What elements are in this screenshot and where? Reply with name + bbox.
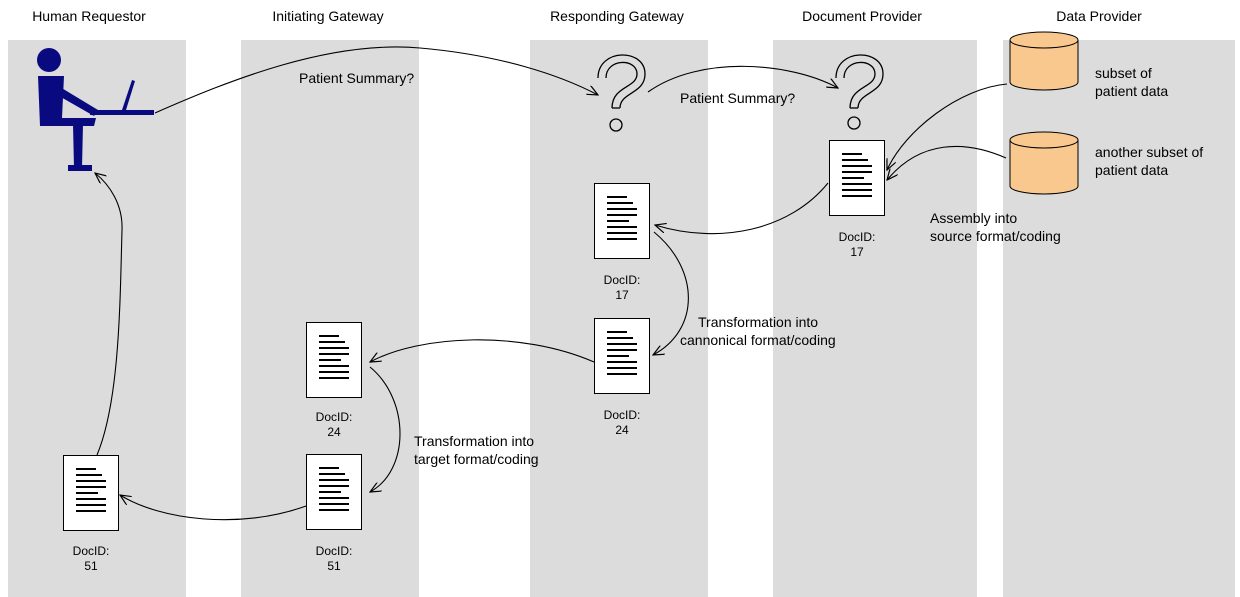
database-label-line: patient data (1095, 83, 1169, 99)
document-icon (306, 322, 362, 398)
database-icon (1009, 31, 1079, 91)
lane-title-responding-gateway: Responding Gateway (550, 8, 684, 24)
canonical-transformation-label: Transformation into cannonical format/co… (680, 313, 836, 349)
arrow-doc24-to-initiating-doc24 (370, 339, 595, 362)
query-label: Patient Summary? (680, 90, 796, 106)
document-id-value: 24 (615, 423, 629, 437)
arrow-doc17-to-responding-doc17 (655, 182, 829, 235)
document-icon (594, 183, 650, 259)
target-label-line: target format/coding (414, 451, 539, 467)
database-label-line: patient data (1095, 162, 1169, 178)
document-id-label: DocID: (315, 410, 353, 424)
document-id-label: DocID: (838, 230, 876, 244)
arrow-db2-to-doc17 (887, 145, 1007, 180)
canonical-label-line: Transformation into (698, 314, 819, 330)
document-caption: DocID: 24 (587, 408, 657, 438)
document-id-label: DocID: (603, 273, 641, 287)
document-caption: DocID: 17 (822, 230, 892, 260)
lane-title-human-requestor: Human Requestor (32, 8, 146, 24)
target-transformation-label: Transformation into target format/coding (414, 432, 539, 468)
lane-title-document-provider: Document Provider (802, 8, 922, 24)
query-label: Patient Summary? (299, 70, 415, 86)
arrow-doc51-to-requestor-doc51 (120, 495, 307, 521)
arrow-query-to-document-provider (647, 65, 838, 93)
database-icon (1009, 131, 1079, 195)
assembly-label-line: Assembly into (930, 210, 1018, 226)
document-caption: DocID: 51 (56, 544, 126, 574)
database-label: subset of patient data (1095, 64, 1168, 100)
assembly-label: Assembly into source format/coding (930, 209, 1061, 245)
document-id-value: 24 (327, 425, 341, 439)
arrow-doc17-to-doc24-canonical (653, 231, 689, 355)
arrow-doc24-to-doc51-target (370, 366, 401, 492)
document-caption: DocID: 24 (299, 410, 369, 440)
arrow-db1-to-doc17 (887, 83, 1008, 170)
document-caption: DocID: 17 (587, 273, 657, 303)
document-caption: DocID: 51 (299, 544, 369, 574)
arrow-query-to-responding-gateway (154, 46, 598, 114)
document-id-label: DocID: (315, 544, 353, 558)
lane-title-data-provider: Data Provider (1056, 8, 1142, 24)
person-at-computer-icon (37, 48, 154, 171)
database-label: another subset of patient data (1095, 143, 1203, 179)
document-icon (306, 454, 362, 530)
target-label-line: Transformation into (414, 433, 535, 449)
question-mark-icon (597, 54, 646, 132)
document-id-value: 51 (327, 559, 341, 573)
assembly-label-line: source format/coding (930, 228, 1061, 244)
document-id-label: DocID: (72, 544, 110, 558)
document-id-value: 17 (850, 245, 864, 259)
question-mark-icon (835, 54, 884, 130)
document-icon (63, 455, 119, 531)
document-icon (594, 318, 650, 394)
database-label-line: another subset of (1095, 144, 1204, 160)
document-id-label: DocID: (603, 408, 641, 422)
arrow-doc51-to-human-requestor (95, 173, 123, 456)
canonical-label-line: cannonical format/coding (680, 332, 836, 348)
document-id-value: 51 (84, 559, 98, 573)
document-icon (829, 140, 885, 216)
lane-document-provider (773, 40, 977, 597)
document-id-value: 17 (615, 288, 629, 302)
lane-title-initiating-gateway: Initiating Gateway (272, 8, 384, 24)
database-label-line: subset of (1095, 65, 1152, 81)
